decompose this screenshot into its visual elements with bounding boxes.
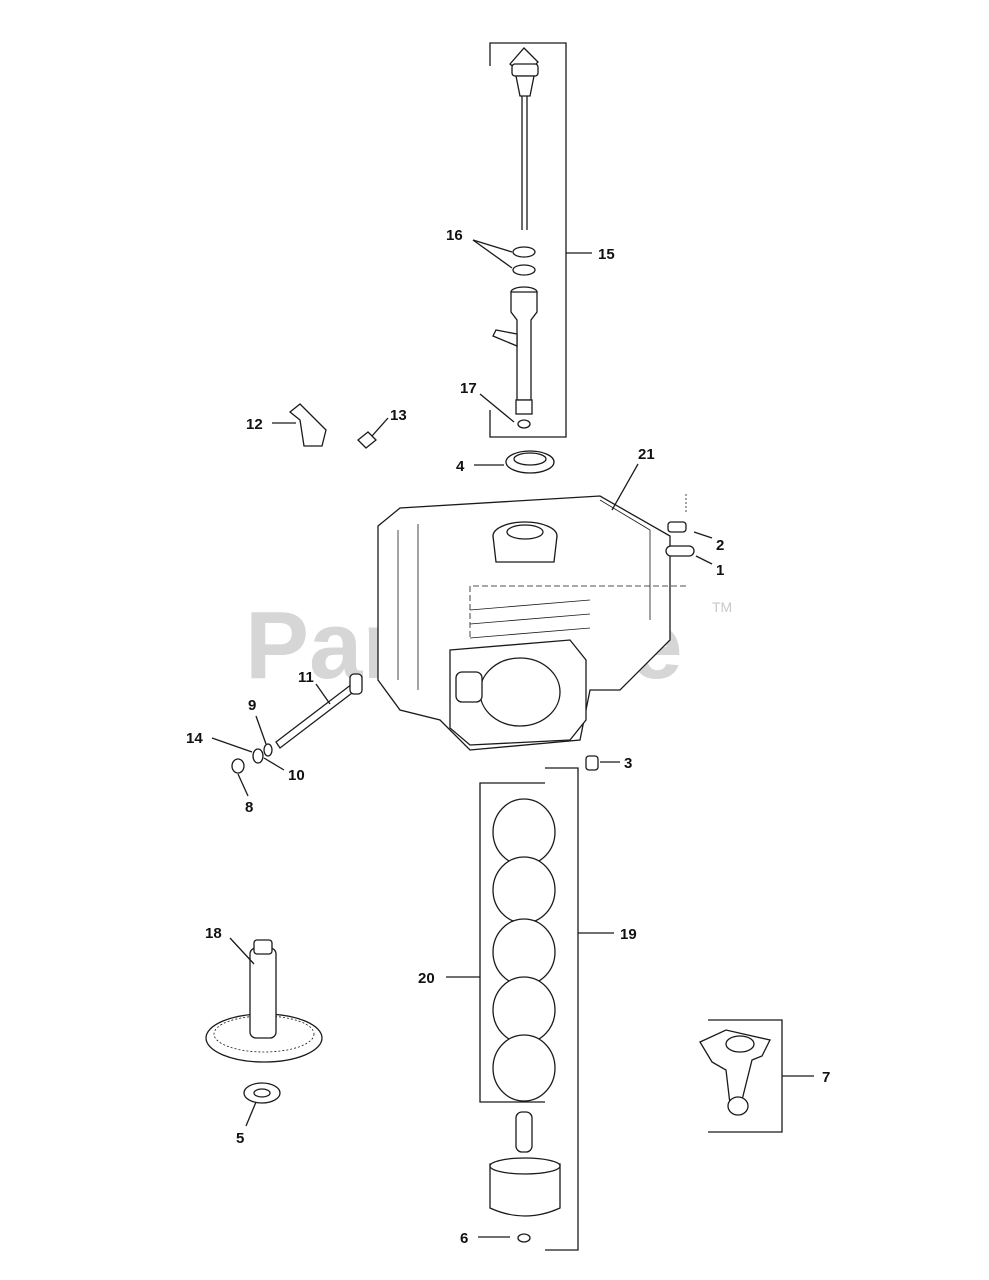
callout-6[interactable]: 6 <box>460 1230 468 1247</box>
callout-9[interactable]: 9 <box>248 697 256 714</box>
leader-13 <box>371 417 389 437</box>
washer-9 <box>263 743 273 757</box>
cam-shaft-body <box>249 947 277 1039</box>
breather-leader <box>469 585 686 640</box>
leader-16a <box>472 239 513 253</box>
seal-inner <box>513 452 547 466</box>
callout-4[interactable]: 4 <box>456 458 465 475</box>
part-2-gasket <box>667 521 687 533</box>
fin-3 <box>469 627 591 639</box>
crankcase-boss <box>492 535 558 563</box>
watermark-trademark: TM <box>712 599 732 615</box>
ring-1 <box>492 798 556 866</box>
fin-2 <box>469 613 591 625</box>
oil-seal <box>505 450 555 474</box>
ring-4 <box>492 976 556 1044</box>
screw-13-part <box>357 431 377 449</box>
piston <box>489 1163 561 1217</box>
piston-rings <box>492 798 556 1102</box>
callout-15[interactable]: 15 <box>598 246 615 263</box>
dipstick-grip <box>515 75 535 97</box>
callout-2[interactable]: 2 <box>716 537 724 554</box>
leader-8 <box>237 773 249 797</box>
bracket-19 <box>545 767 579 1251</box>
leader-11 <box>315 683 331 705</box>
ring-2 <box>492 856 556 924</box>
retainer-6 <box>517 1233 531 1243</box>
crankcase <box>377 495 686 751</box>
leader-10 <box>263 757 285 771</box>
o-ring-lower <box>512 264 536 276</box>
tube-mount-tab <box>492 329 518 347</box>
crankcase-boss-hole <box>506 524 544 540</box>
callout-5[interactable]: 5 <box>236 1130 244 1147</box>
callout-17[interactable]: 17 <box>460 380 477 397</box>
callout-labels: 15 16 17 12 13 4 21 2 1 11 9 14 10 8 3 1… <box>186 227 830 1247</box>
piston-pin <box>515 1111 533 1153</box>
con-rod-small-end <box>727 1096 749 1116</box>
o-ring-upper <box>512 246 536 258</box>
callout-10[interactable]: 10 <box>288 767 305 784</box>
bracket-20 <box>479 782 545 1103</box>
washer-8 <box>231 758 245 774</box>
callout-19[interactable]: 19 <box>620 926 637 943</box>
callout-21[interactable]: 21 <box>638 446 655 463</box>
callout-3[interactable]: 3 <box>624 755 632 772</box>
ring-3 <box>492 918 556 986</box>
bracket-15 <box>489 42 567 438</box>
leader-9 <box>255 715 267 745</box>
leader-21 <box>611 463 639 511</box>
tube-end <box>515 399 533 415</box>
dipstick-assembly <box>489 42 567 438</box>
leader-lines <box>211 239 814 1238</box>
leader-5 <box>245 1101 257 1127</box>
washer-5-hole <box>253 1088 271 1098</box>
ring-5 <box>492 1034 556 1102</box>
callout-18[interactable]: 18 <box>205 925 222 942</box>
dipstick-tube <box>510 291 538 401</box>
callout-8[interactable]: 8 <box>245 799 253 816</box>
tube-seal-17 <box>517 419 531 429</box>
cam-shaft-end <box>253 939 273 955</box>
callout-1[interactable]: 1 <box>716 562 724 579</box>
callout-7[interactable]: 7 <box>822 1069 830 1086</box>
leader-18 <box>229 937 255 965</box>
callout-13[interactable]: 13 <box>390 407 407 424</box>
fin-1 <box>469 599 591 611</box>
bracket-12-part <box>288 403 327 447</box>
leader-2 <box>693 531 713 539</box>
callout-20[interactable]: 20 <box>418 970 435 987</box>
crankcase-edge <box>599 499 651 620</box>
part-3-plug <box>585 755 599 771</box>
connecting-rod <box>699 1029 771 1116</box>
callout-12[interactable]: 12 <box>246 416 263 433</box>
washer-10 <box>252 748 264 764</box>
callout-14[interactable]: 14 <box>186 730 203 747</box>
shaft-bend <box>349 673 363 695</box>
con-rod-big-end <box>725 1035 755 1053</box>
part-1-plate <box>665 545 695 557</box>
piston-crown <box>489 1157 561 1175</box>
callout-11[interactable]: 11 <box>298 669 314 686</box>
leader-14 <box>211 737 253 753</box>
cylinder-port <box>455 671 483 703</box>
callout-16[interactable]: 16 <box>446 227 463 244</box>
leader-16b <box>472 239 513 269</box>
leader-17 <box>479 393 515 423</box>
cylinder-bore <box>479 657 561 727</box>
dipstick-cap-base <box>511 63 539 77</box>
camshaft <box>205 939 323 1063</box>
leader-1 <box>695 555 713 565</box>
